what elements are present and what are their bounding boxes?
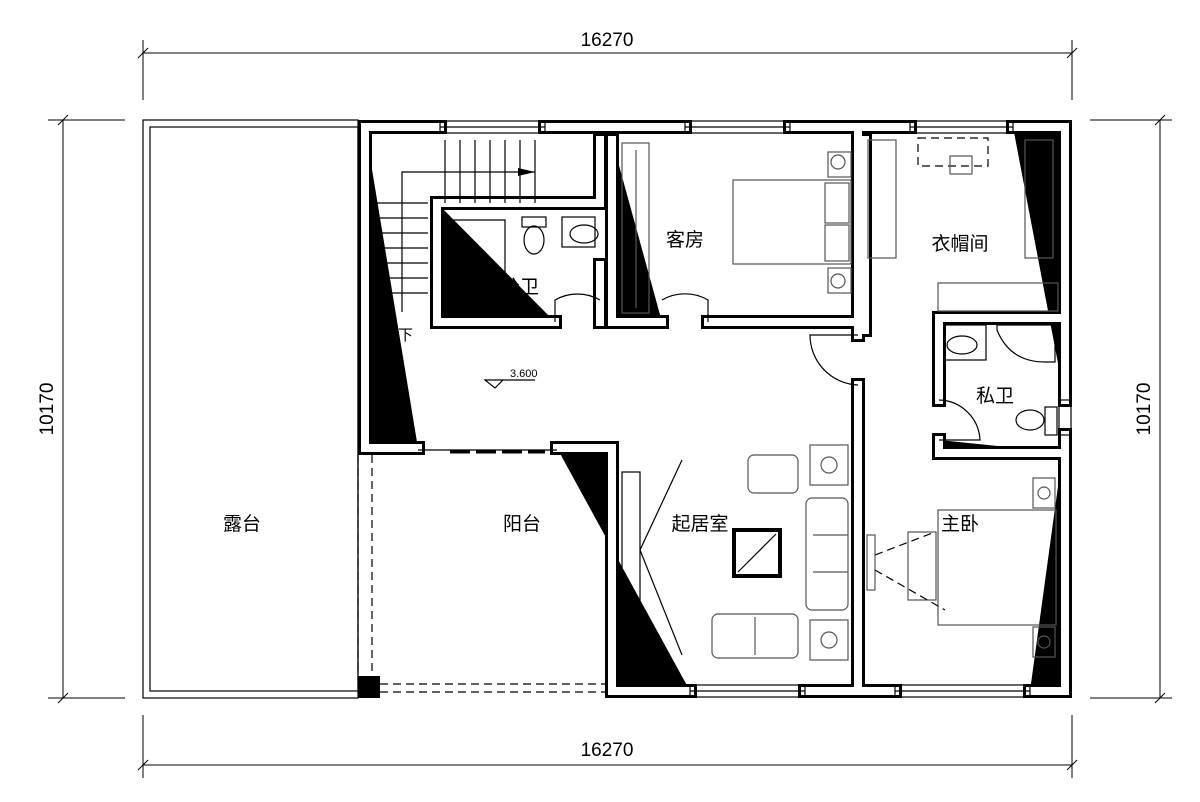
sink-icon <box>943 324 987 361</box>
floor-level-label: 3.600 <box>510 368 538 380</box>
armchair-icon <box>747 454 799 494</box>
nightstand-icon <box>1032 626 1056 658</box>
level-mark: 3.600 <box>483 368 538 389</box>
public-bathroom: 公卫 <box>449 216 599 314</box>
guest-room-label: 客房 <box>666 229 704 251</box>
living-room-label: 起居室 <box>671 513 728 535</box>
window <box>894 684 1031 698</box>
door-living-to-hall <box>809 334 859 386</box>
column <box>358 676 380 698</box>
door-private-bathroom <box>938 399 981 441</box>
window <box>689 684 806 698</box>
staircase: 下 <box>372 140 536 344</box>
terrace: 露台 <box>142 119 359 699</box>
door-public-bathroom <box>554 293 601 322</box>
toilet-icon <box>1015 409 1045 431</box>
chair-icon <box>907 531 937 601</box>
shower-icon <box>996 324 1056 363</box>
nightstand-icon <box>827 267 852 294</box>
sink-icon <box>561 216 596 248</box>
dimension-bottom: 16270 <box>137 715 1078 778</box>
windows <box>418 120 1072 698</box>
dimension-top: 16270 <box>137 30 1078 100</box>
cloakroom-label: 衣帽间 <box>931 233 988 255</box>
bed-icon <box>937 509 1057 626</box>
door-guest-room <box>661 293 709 322</box>
wardrobe-icon <box>621 142 650 314</box>
master-bedroom-label: 主卧 <box>941 513 979 535</box>
dimension-left: 10170 <box>37 114 125 704</box>
dimension-top-label: 16270 <box>581 30 634 51</box>
guest-room: 客房 <box>621 142 852 314</box>
toilet-icon <box>521 216 547 228</box>
dimension-right: 10170 <box>1090 114 1172 704</box>
shower-icon <box>449 219 506 281</box>
dimension-bottom-label: 16270 <box>581 740 634 761</box>
side-table-icon <box>809 619 849 661</box>
balcony: 阳台 <box>357 455 610 698</box>
chair-icon <box>949 155 973 175</box>
wardrobe-icon <box>937 282 1059 312</box>
nightstand-icon <box>827 151 852 178</box>
dimension-right-label: 10170 <box>1134 383 1155 436</box>
living-room: 起居室 <box>621 444 849 661</box>
sliding-door <box>418 449 557 454</box>
sofa-icon <box>711 613 799 659</box>
side-table-icon <box>809 444 849 486</box>
wardrobe-icon <box>867 139 897 259</box>
arrow-icon <box>518 168 535 176</box>
tv-icon <box>866 534 876 591</box>
tv-cabinet-icon <box>621 471 641 633</box>
master-bedroom: 主卧 <box>866 477 1057 658</box>
window <box>909 120 1014 134</box>
dimension-left-label: 10170 <box>37 383 58 436</box>
desk-icon <box>917 137 989 167</box>
private-bathroom-label: 私卫 <box>976 385 1014 407</box>
doors <box>554 293 981 441</box>
sofa-icon <box>805 497 849 611</box>
public-bathroom-label: 公卫 <box>501 276 539 298</box>
bed-icon <box>732 179 852 265</box>
terrace-label: 露台 <box>223 513 261 535</box>
washer-icon <box>451 284 481 314</box>
window <box>439 120 546 134</box>
private-bathroom: 私卫 <box>943 324 1058 436</box>
wardrobe-icon <box>1024 139 1054 259</box>
balcony-label: 阳台 <box>503 513 541 535</box>
window <box>1058 399 1072 436</box>
nightstand-icon <box>1032 477 1056 509</box>
stair-down-label: 下 <box>398 326 413 344</box>
coffee-table-icon <box>732 528 782 578</box>
cloakroom: 衣帽间 <box>867 137 1059 312</box>
window <box>684 120 791 134</box>
walls <box>365 127 1065 691</box>
